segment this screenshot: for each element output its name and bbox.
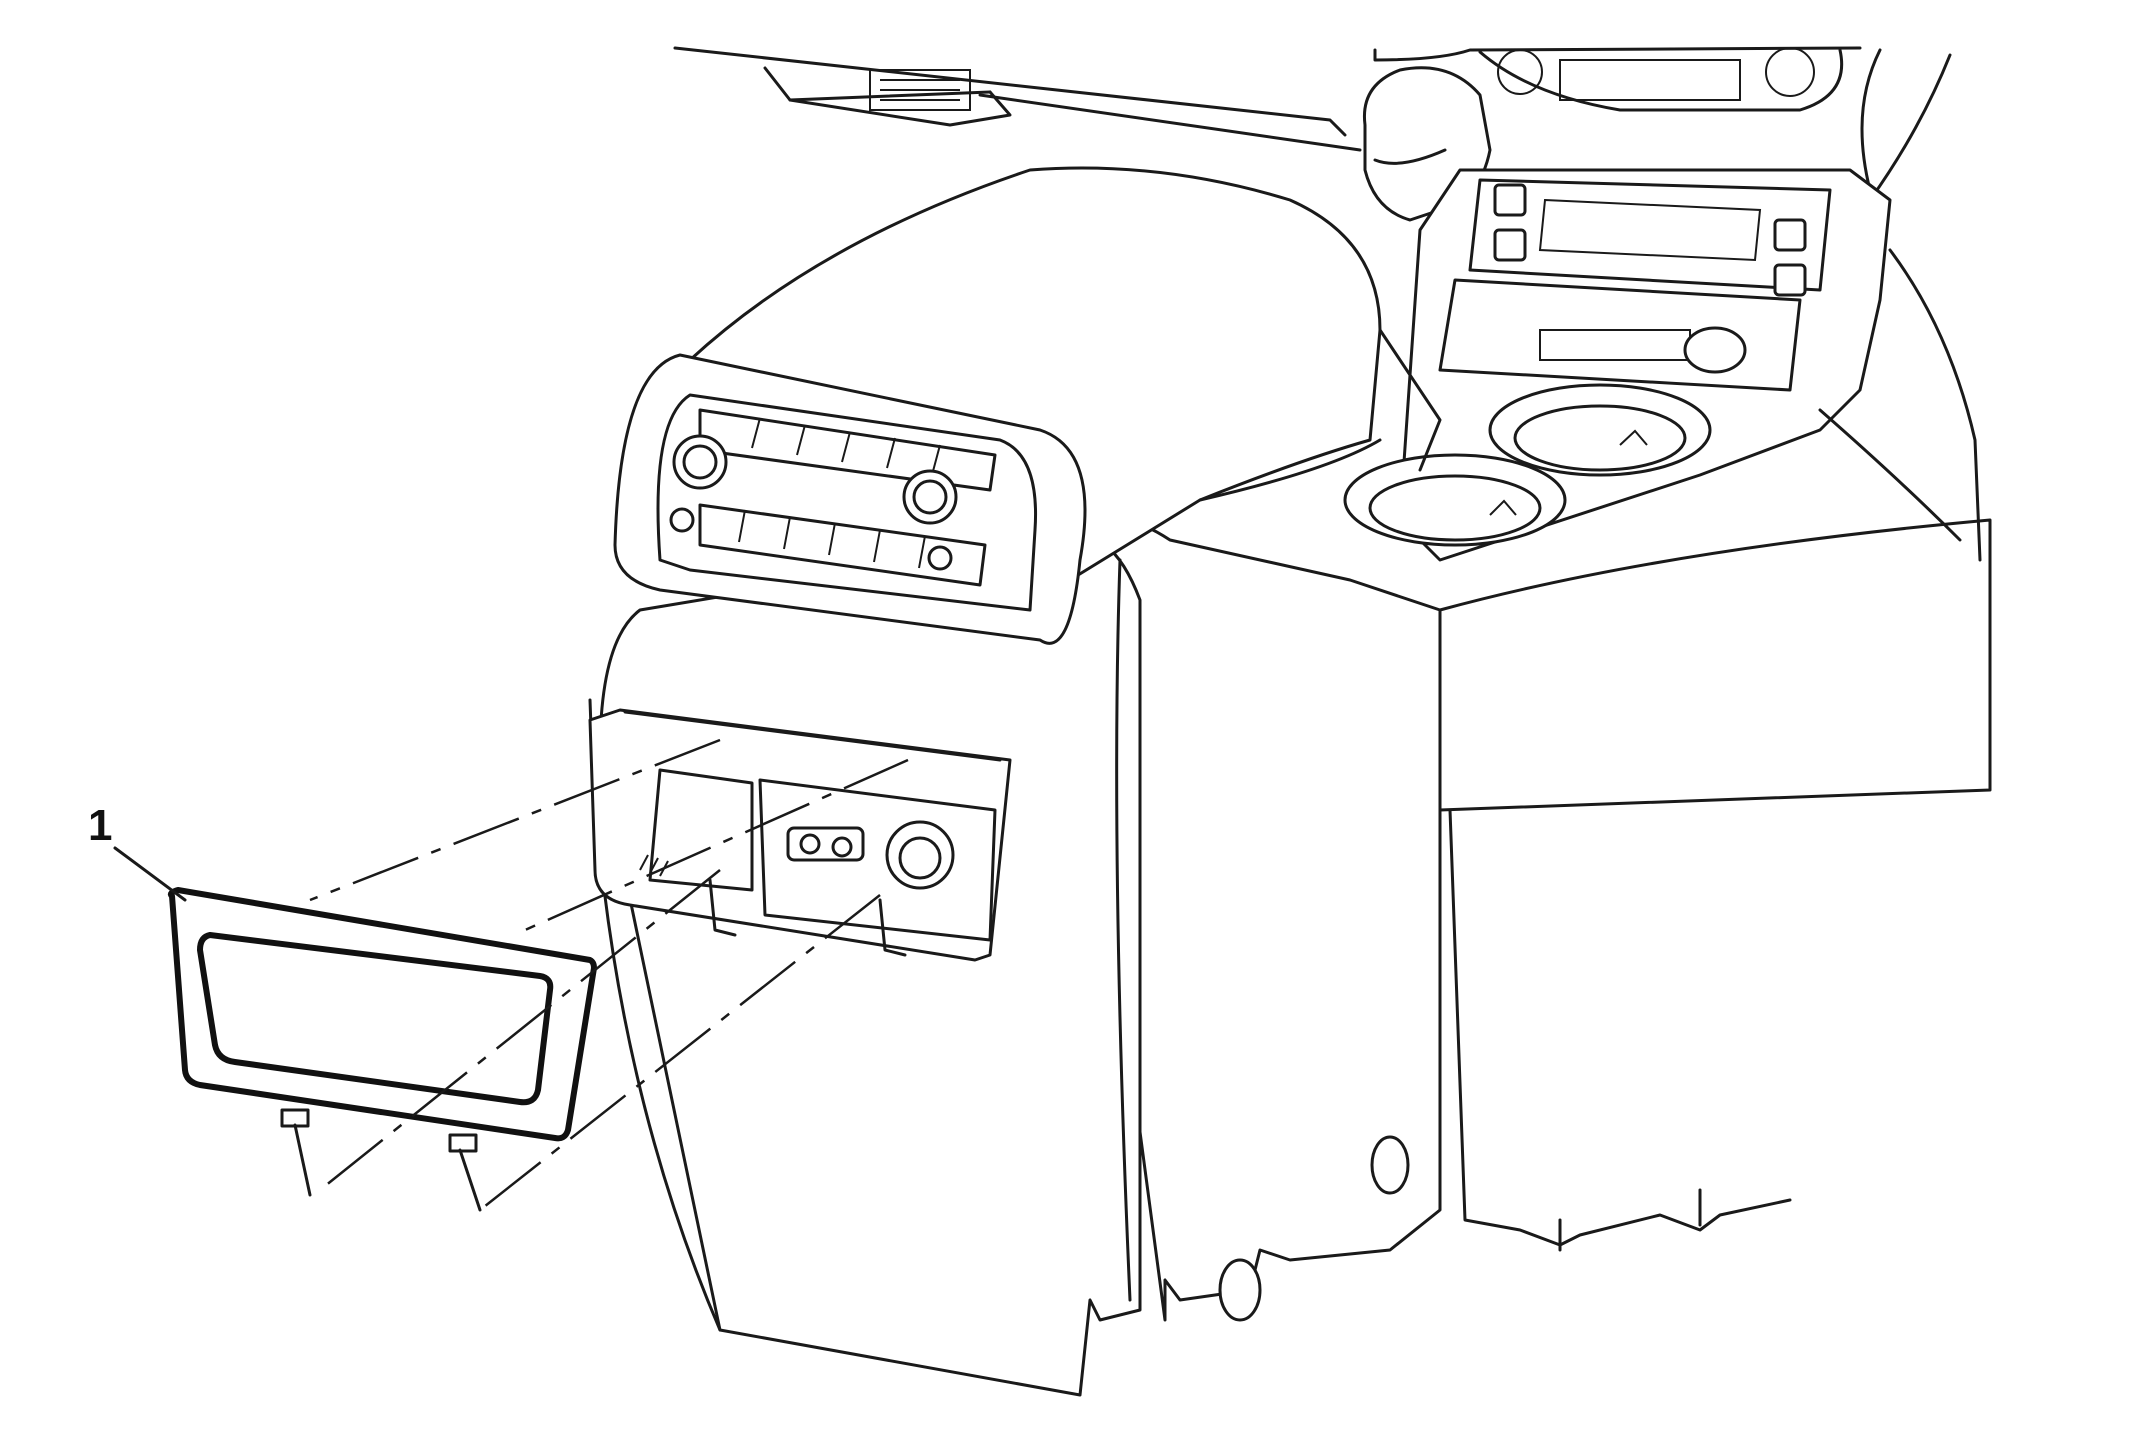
rear-console-body — [588, 515, 1992, 1397]
instrument-panel-lower — [673, 46, 1362, 152]
center-stack — [1373, 46, 1952, 202]
alignment-lines — [293, 738, 909, 1212]
callout-label-1: 1 — [88, 801, 112, 850]
bezel-opening — [588, 708, 1012, 962]
accessory-bezel — [167, 887, 597, 1153]
front-console — [1343, 168, 1982, 562]
rear-control-panel — [613, 353, 1087, 645]
callout-1: 1 — [88, 801, 187, 902]
